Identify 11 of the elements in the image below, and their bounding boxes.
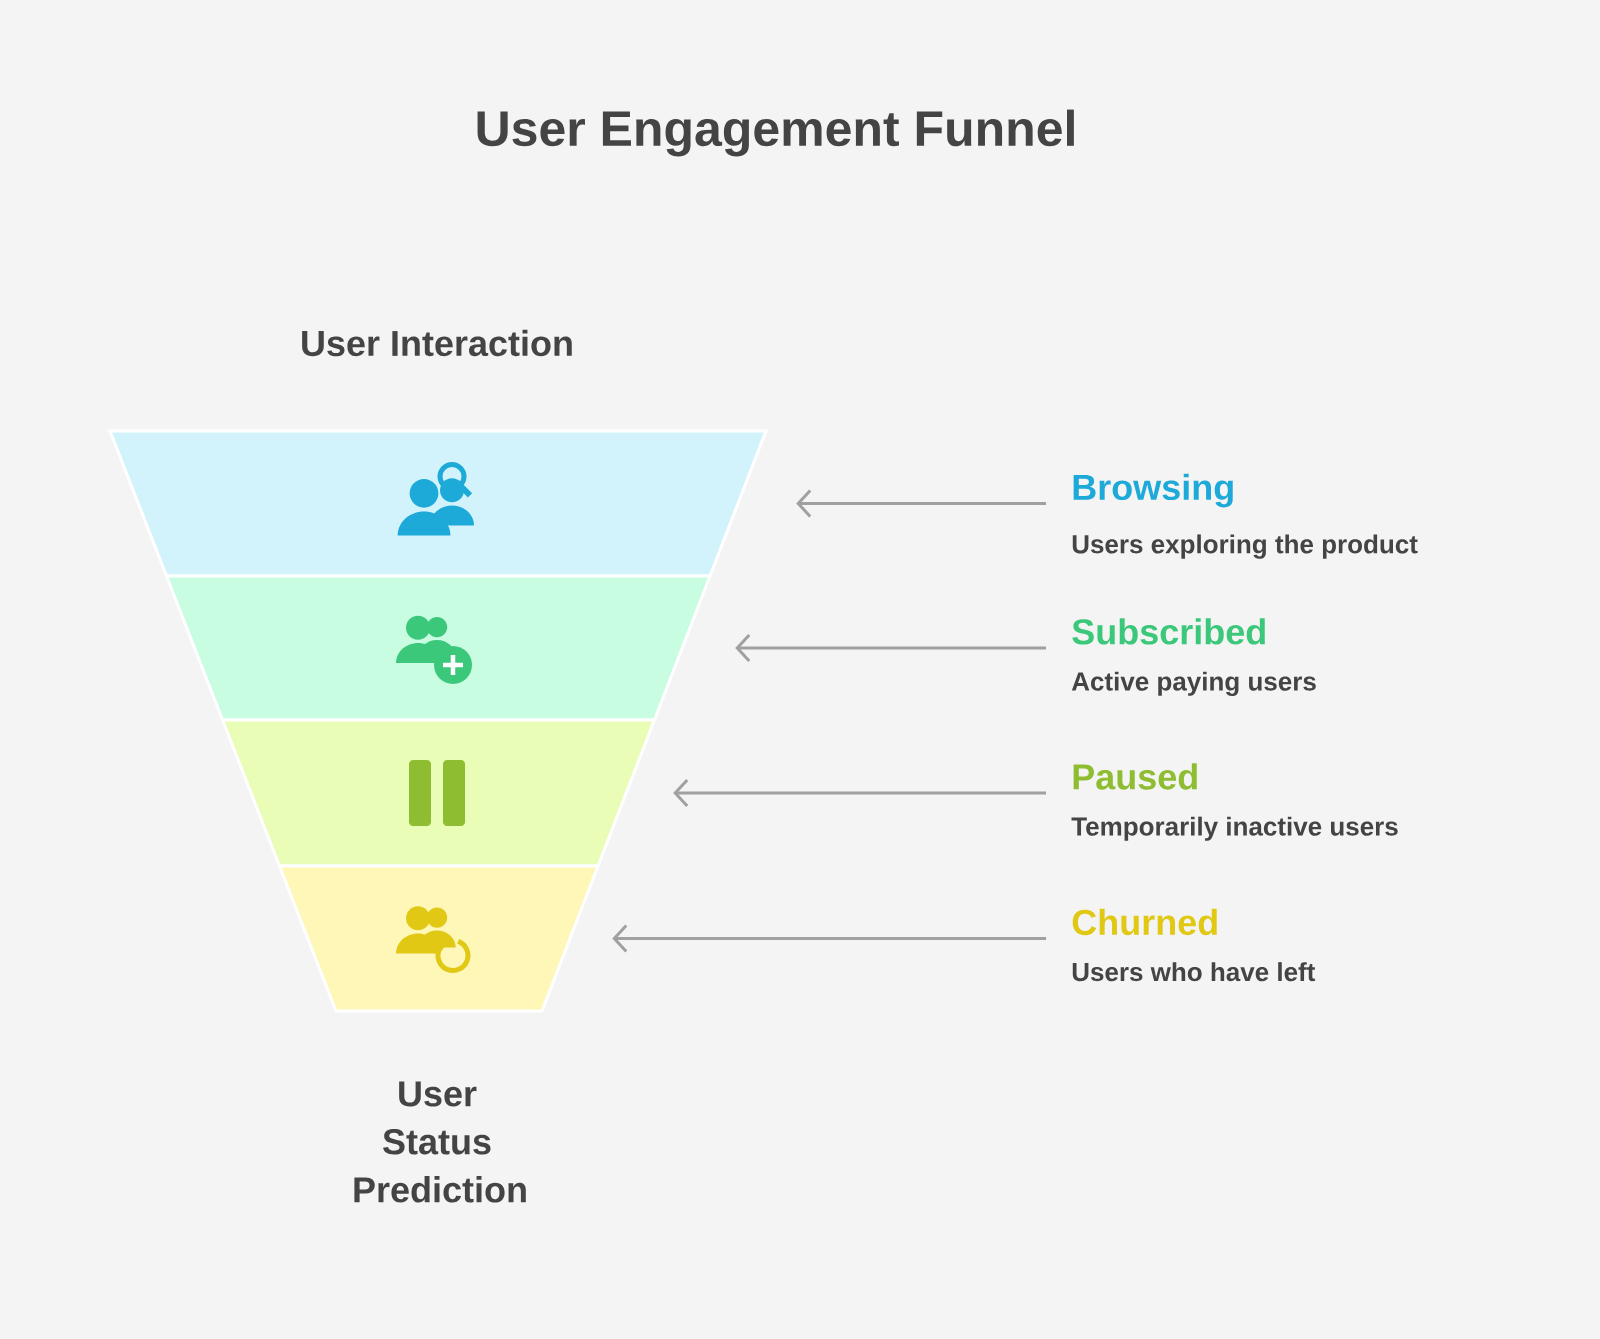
funnel-bottom-label: User Status Prediction bbox=[354, 1081, 526, 1203]
arrow bbox=[735, 633, 1046, 662]
stage-description: Churned Users who have left bbox=[1072, 908, 1316, 982]
arrow bbox=[796, 489, 1046, 518]
stage-description: Paused Temporarily inactive users bbox=[1071, 763, 1398, 841]
funnel-top-label: User Interaction bbox=[302, 329, 572, 357]
stage-description: Subscribed Active paying users bbox=[1071, 618, 1316, 696]
arrow bbox=[673, 778, 1046, 807]
stage-description: Browsing Users exploring the product bbox=[1072, 473, 1418, 559]
arrow bbox=[612, 924, 1046, 953]
title: User Engagement Funnel bbox=[477, 109, 1074, 157]
